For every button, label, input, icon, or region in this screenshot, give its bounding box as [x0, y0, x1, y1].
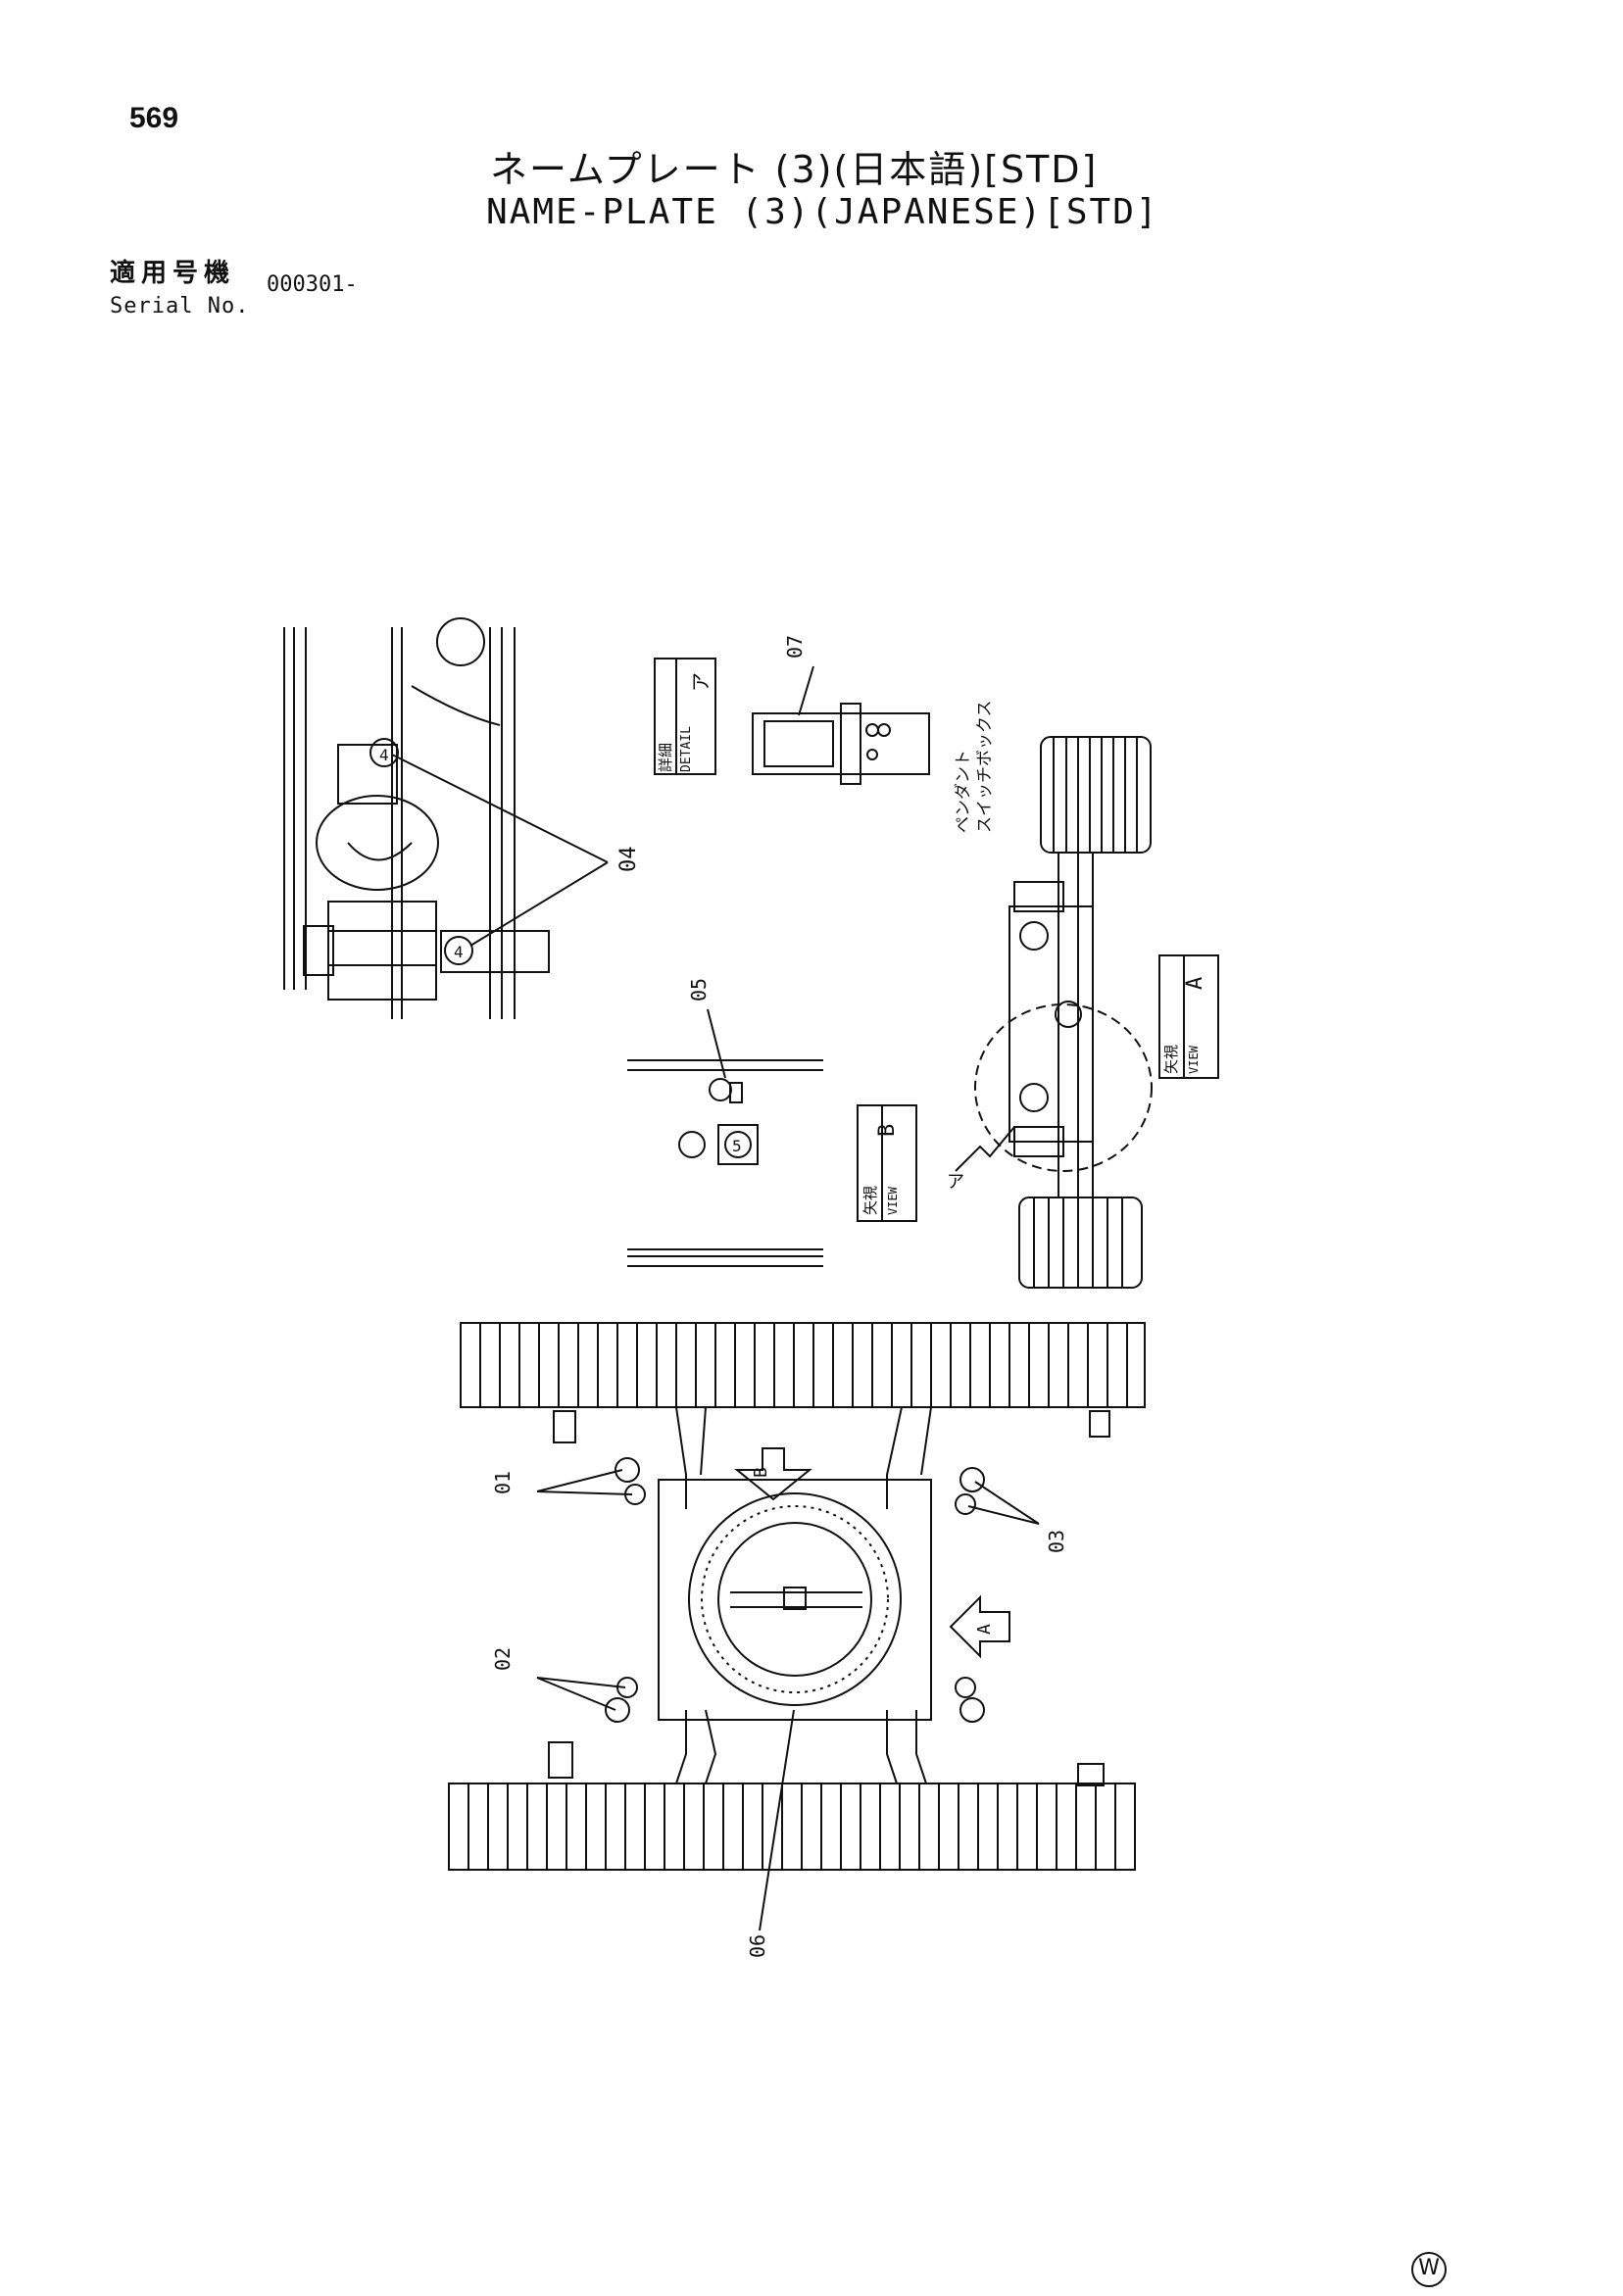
plate-05-drawing: 05 5	[627, 978, 823, 1267]
svg-text:スイッチボックス: スイッチボックス	[975, 701, 995, 834]
svg-text:5: 5	[732, 1137, 742, 1155]
callout-04: 04	[616, 847, 641, 873]
arrow-b-icon	[734, 1447, 812, 1501]
callout-03: 03	[1045, 1530, 1068, 1553]
svg-text:VIEW: VIEW	[1187, 1045, 1201, 1074]
view-a-label: 矢視 VIEW A	[1158, 954, 1219, 1079]
callout-07: 07	[783, 635, 807, 659]
upper-track	[460, 1322, 1146, 1408]
svg-text:矢視: 矢視	[1162, 1045, 1180, 1074]
svg-text:ペンダント: ペンダント	[954, 750, 973, 833]
svg-text:B: B	[751, 1467, 771, 1478]
callout-06: 06	[746, 1934, 769, 1958]
title-english: NAME-PLATE (3)(JAPANESE)[STD]	[486, 192, 1159, 232]
corner-mark: W	[1411, 2252, 1447, 2287]
swing-bearing	[688, 1492, 902, 1706]
pendant-switch-box: 07 ペンダント スイッチボックス	[752, 635, 995, 834]
svg-text:A: A	[1183, 977, 1207, 990]
svg-text:ア: ア	[689, 672, 713, 692]
svg-text:詳細: 詳細	[657, 743, 674, 772]
svg-text:矢視: 矢視	[861, 1186, 879, 1215]
callout-01: 01	[491, 1471, 515, 1494]
plate-4-lower-icon	[444, 936, 473, 965]
serial-label-english: Serial No.	[110, 294, 250, 318]
svg-text:A: A	[974, 1624, 995, 1635]
center-frame	[658, 1479, 932, 1721]
svg-text:4: 4	[454, 943, 464, 961]
svg-text:4: 4	[379, 746, 389, 764]
arrow-a-icon	[949, 1594, 1010, 1659]
title-japanese: ネームプレート (3)(日本語)[STD]	[490, 148, 1099, 191]
serial-label-japanese: 適用号機	[110, 259, 236, 288]
detail-label: 詳細 DETAIL ア	[654, 658, 716, 775]
plate-4-upper-icon	[369, 738, 399, 767]
svg-text:ア: ア	[947, 1172, 964, 1193]
svg-text:B: B	[875, 1124, 900, 1137]
svg-text:VIEW: VIEW	[886, 1186, 900, 1215]
boom-detail-drawing: 4 4 04	[283, 617, 641, 1019]
side-view-machine: ア	[947, 736, 1153, 1289]
callout-05: 05	[687, 978, 711, 1001]
page-number: 569	[129, 102, 179, 134]
crawler-plan-view: B A 01 03 02 06	[448, 1322, 1146, 1958]
callout-02: 02	[491, 1647, 515, 1671]
view-b-label: 矢視 VIEW B	[857, 1104, 917, 1222]
serial-number-value: 000301-	[267, 272, 358, 297]
lower-track	[448, 1783, 1136, 1871]
svg-text:DETAIL: DETAIL	[679, 726, 694, 772]
